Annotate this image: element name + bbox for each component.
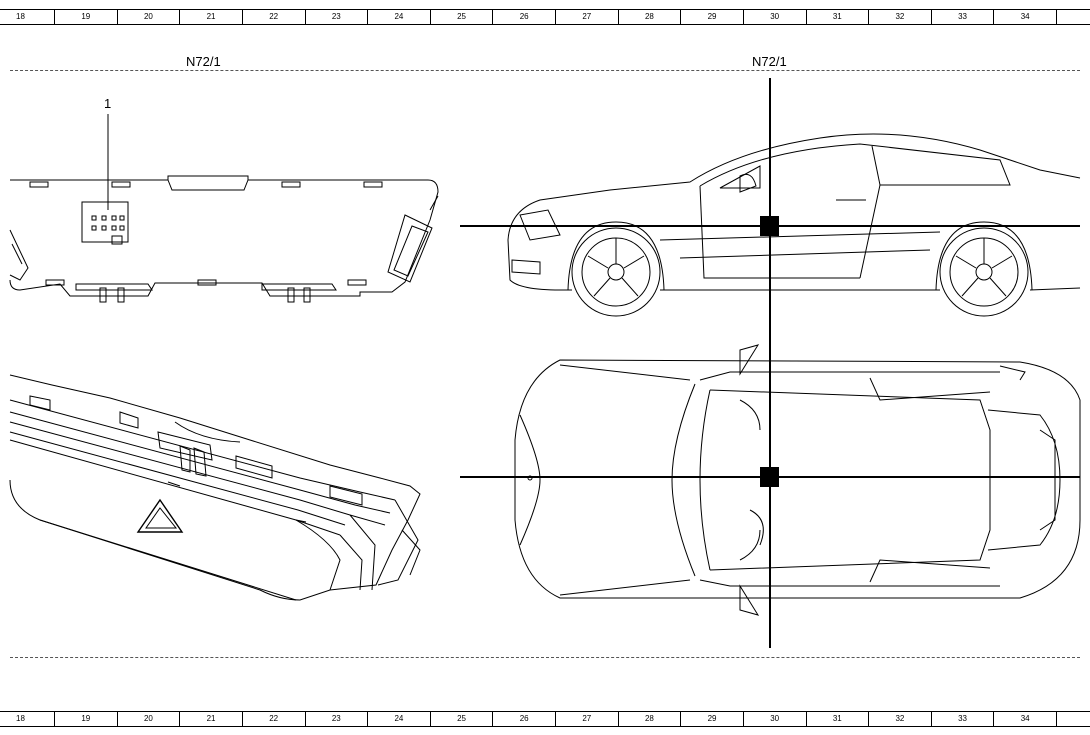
dashed-separator-top — [10, 70, 1080, 71]
ruler-cell: 28 — [617, 712, 681, 726]
grid-ruler-bottom: 18 19 20 21 22 23 24 25 26 27 28 29 30 3… — [0, 711, 1090, 727]
ruler-cell: 19 — [54, 10, 117, 24]
ruler-cell: 22 — [241, 712, 305, 726]
side-latch-left — [9, 229, 29, 281]
mirror-right — [739, 584, 760, 616]
ruler-cell: 21 — [179, 712, 242, 726]
dashed-separator-bottom — [10, 657, 1080, 658]
ruler-cell: 27 — [555, 712, 618, 726]
ruler-cell: 26 — [492, 712, 555, 726]
location-label: N72/1 — [752, 54, 787, 69]
car-roofline — [507, 133, 1081, 241]
ruler-cell: 25 — [429, 10, 493, 24]
ruler-cell: 29 — [680, 10, 743, 24]
ruler-cell: 24 — [367, 712, 430, 726]
ruler-cell: 32 — [868, 712, 931, 726]
ruler-cell: 18 — [16, 714, 25, 723]
ruler-cell: 34 — [993, 712, 1056, 726]
ruler-cell: 28 — [617, 10, 681, 24]
ruler-cell: 34 — [993, 10, 1056, 24]
ruler-cell: 19 — [54, 712, 117, 726]
ruler-cell — [1056, 10, 1090, 24]
ruler-cell: 32 — [868, 10, 931, 24]
ruler-cell: 31 — [805, 712, 869, 726]
ruler-cell: 24 — [367, 10, 430, 24]
mirror-left — [739, 344, 760, 376]
ruler-cell: 25 — [429, 712, 493, 726]
grid-ruler-top: 18 19 20 21 22 23 24 25 26 27 28 29 30 3… — [0, 9, 1090, 25]
ruler-cell: 20 — [116, 10, 180, 24]
ruler-cell: 20 — [116, 712, 180, 726]
ruler-cell: 33 — [930, 712, 994, 726]
ruler-cell: 21 — [179, 10, 242, 24]
ruler-cell: 31 — [805, 10, 869, 24]
ruler-cell: 26 — [492, 10, 555, 24]
ruler-cell: 18 — [16, 12, 25, 21]
windshield-edge — [671, 383, 696, 577]
callout-number: 1 — [104, 96, 112, 111]
ruler-cell: 33 — [930, 10, 994, 24]
ruler-cell: 23 — [304, 10, 368, 24]
component-housing-outline — [9, 175, 439, 297]
ruler-cell: 29 — [680, 712, 743, 726]
side-latch-right — [387, 214, 433, 283]
ruler-cell: 27 — [555, 10, 618, 24]
ruler-cell — [1056, 712, 1090, 726]
ruler-cell: 30 — [742, 712, 806, 726]
location-marker-top — [760, 467, 779, 487]
hazard-warning-triangle-icon — [136, 498, 184, 533]
connector-socket — [81, 201, 129, 243]
ruler-cell: 22 — [241, 10, 305, 24]
location-marker-side — [760, 216, 779, 236]
rear-wheel — [939, 227, 1029, 317]
front-wheel — [571, 227, 661, 317]
component-label: N72/1 — [186, 54, 221, 69]
ruler-cell: 30 — [742, 10, 806, 24]
switch-body-outline — [9, 374, 421, 601]
car-body-top-outline — [514, 359, 1081, 599]
ruler-cell: 23 — [304, 712, 368, 726]
